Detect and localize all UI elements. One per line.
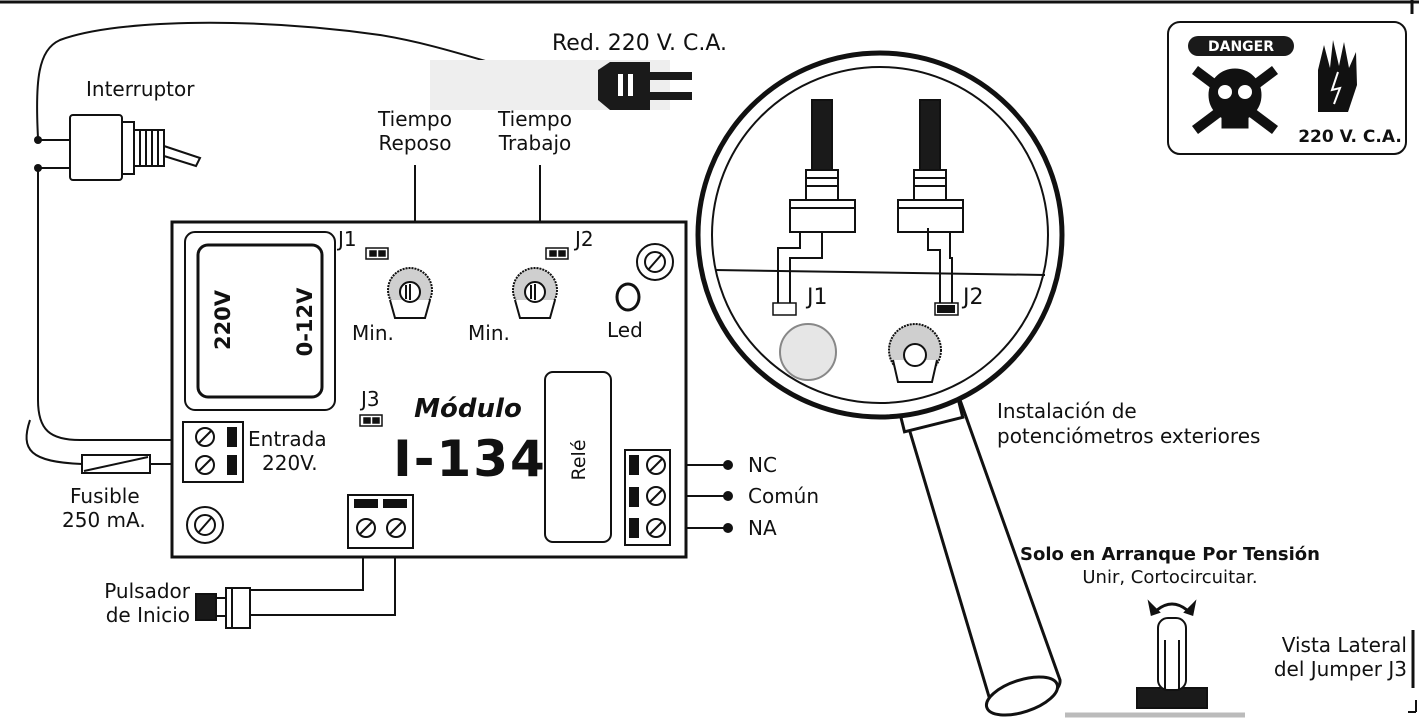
power-plug-icon	[430, 60, 692, 110]
switch-label: Interruptor	[86, 77, 195, 101]
fuse-label-2: 250 mA.	[62, 508, 146, 532]
start-terminal-block	[347, 494, 414, 549]
min-work-label: Min.	[468, 321, 510, 345]
danger-voltage-label: 220 V. C.A.	[1298, 127, 1402, 147]
min-rest-label: Min.	[352, 321, 394, 345]
trimmer-work	[512, 267, 558, 319]
danger-label: DANGER	[1208, 39, 1274, 55]
led-indicator	[615, 282, 641, 312]
zoom-j2-label: J2	[963, 285, 984, 310]
relay	[544, 371, 612, 543]
transformer-output-label: 0-12V	[293, 287, 317, 357]
na-terminal-dot	[723, 523, 733, 533]
power-label: Red. 220 V. C.A.	[552, 31, 727, 56]
rest-time-label-2: Reposo	[378, 131, 452, 155]
pushbutton-icon	[195, 587, 251, 629]
j1-label: J1	[338, 227, 357, 251]
j1-jumper	[365, 247, 389, 260]
relay-label: Relé	[568, 439, 590, 480]
transformer	[184, 231, 336, 411]
common-label: Común	[748, 484, 820, 508]
wire-to-fuse	[25, 419, 83, 465]
j2-jumper	[545, 247, 569, 260]
start-label-1: Pulsador	[104, 579, 190, 603]
module-label: Módulo	[414, 394, 522, 424]
output-terminal-block	[624, 449, 671, 546]
work-time-label-2: Trabajo	[498, 131, 572, 155]
voltage-start-label: Solo en Arranque Por Tensión	[1020, 544, 1320, 565]
module-code-label: I-134	[393, 430, 547, 488]
side-view-label-2: del Jumper J3	[1273, 657, 1407, 681]
trimmer-rest	[387, 267, 433, 319]
nc-terminal-dot	[723, 460, 733, 470]
work-time-label-1: Tiempo	[498, 107, 572, 131]
input-label-2: 220V.	[262, 451, 318, 475]
nc-label: NC	[748, 453, 777, 477]
fuse	[81, 454, 151, 474]
j3-label: J3	[361, 387, 380, 411]
zoom-j1-label: J1	[807, 285, 828, 310]
toggle-switch-icon	[69, 114, 202, 181]
input-terminal-block	[182, 421, 244, 483]
j3-jumper	[359, 414, 383, 427]
skull-crossbones-icon	[1192, 66, 1278, 134]
magnifier-icon	[695, 50, 1065, 717]
common-terminal-dot	[723, 491, 733, 501]
short-circuit-label: Unir, Cortocircuitar.	[1082, 567, 1258, 588]
install-label-1: Instalación de	[997, 399, 1137, 423]
j2-label: J2	[575, 227, 594, 251]
wire-switch-to-input	[37, 168, 185, 441]
start-label-2: de Inicio	[105, 603, 190, 627]
jumper-side-view	[1065, 617, 1245, 718]
input-label-1: Entrada	[248, 427, 327, 451]
side-view-label-1: Vista Lateral	[1281, 633, 1407, 657]
high-voltage-hand-icon	[1318, 40, 1357, 112]
na-label: NA	[748, 516, 777, 540]
transformer-input-label: 220V	[211, 289, 235, 350]
install-label-2: potenciómetros exteriores	[997, 424, 1261, 448]
fuse-label-1: Fusible	[70, 484, 140, 508]
rest-time-label-1: Tiempo	[378, 107, 452, 131]
led-label: Led	[607, 318, 643, 342]
rotate-arrows-icon	[1147, 599, 1197, 616]
